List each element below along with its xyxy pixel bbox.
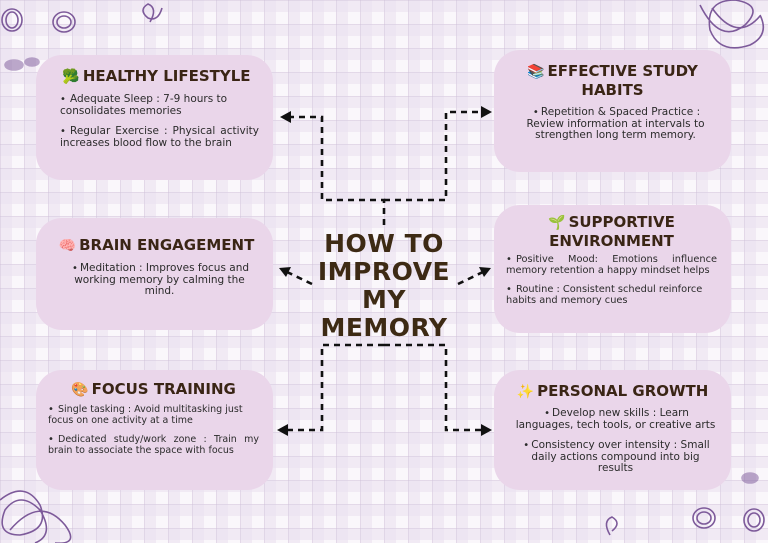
card-effective-study-habits: 📚EFFECTIVE STUDY HABITS •Repetition & Sp… <box>494 50 731 172</box>
sparkles-icon: ✨ <box>516 384 535 400</box>
card-list: •Repetition & Spaced Practice : Review i… <box>510 106 715 142</box>
card-list: •Adequate Sleep : 7-9 hours to consolida… <box>54 93 259 149</box>
list-item-text: Meditation : Improves focus and working … <box>74 262 250 297</box>
card-supportive-environment: 🌱SUPPORTIVE ENVIRONMENT •Positive Mood: … <box>494 205 731 333</box>
list-item: •Adequate Sleep : 7-9 hours to consolida… <box>60 93 228 117</box>
card-title-text: BRAIN ENGAGEMENT <box>79 236 255 254</box>
main-title: HOW TO IMPROVE MY MEMORY <box>300 230 468 342</box>
card-title: 📚EFFECTIVE STUDY HABITS <box>510 62 715 99</box>
card-title-text: HEALTHY LIFESTYLE <box>82 67 251 85</box>
title-line: MEMORY <box>320 313 448 342</box>
card-brain-engagement: 🧠BRAIN ENGAGEMENT •Meditation : Improves… <box>36 218 273 330</box>
card-list: •Single tasking : Avoid multitasking jus… <box>48 404 259 456</box>
list-item-text: Positive Mood: Emotions influence memory… <box>506 254 717 276</box>
card-title: ✨PERSONAL GROWTH <box>508 382 717 401</box>
card-healthy-lifestyle: 🥦HEALTHY LIFESTYLE •Adequate Sleep : 7-9… <box>36 55 273 180</box>
title-line: IMPROVE <box>317 257 451 286</box>
list-item: •Consistency over intensity : Small dail… <box>523 439 710 474</box>
list-item-text: Consistency over intensity : Small daily… <box>531 439 710 474</box>
card-title: 🎨FOCUS TRAINING <box>48 380 259 399</box>
books-icon: 📚 <box>527 64 545 80</box>
title-line: MY <box>362 285 406 314</box>
card-list: •Positive Mood: Emotions influence memor… <box>506 254 717 306</box>
card-focus-training: 🎨FOCUS TRAINING •Single tasking : Avoid … <box>36 370 273 490</box>
brain-icon: 🧠 <box>58 238 77 254</box>
seedling-icon: 🌱 <box>548 215 566 231</box>
list-item-text: Repetition & Spaced Practice : Review in… <box>526 106 705 141</box>
list-item-text: Regular Exercise : Physical activity inc… <box>60 125 259 149</box>
card-personal-growth: ✨PERSONAL GROWTH •Develop new skills : L… <box>494 370 731 490</box>
card-title-text: PERSONAL GROWTH <box>537 382 709 400</box>
list-item: •Dedicated study/work zone : Train my br… <box>48 434 259 456</box>
card-list: •Develop new skills : Learn languages, t… <box>508 407 717 475</box>
list-item: •Regular Exercise : Physical activity in… <box>60 125 259 149</box>
list-item-text: Single tasking : Avoid multitasking just… <box>48 404 243 426</box>
title-line: HOW TO <box>324 229 444 258</box>
list-item-text: Adequate Sleep : 7-9 hours to consolidat… <box>60 93 228 117</box>
list-item: •Repetition & Spaced Practice : Review i… <box>526 106 705 141</box>
palette-icon: 🎨 <box>71 382 89 398</box>
card-title-text: FOCUS TRAINING <box>91 380 236 398</box>
card-title: 🧠BRAIN ENGAGEMENT <box>54 236 259 255</box>
list-item: •Develop new skills : Learn languages, t… <box>515 407 716 431</box>
card-title: 🥦HEALTHY LIFESTYLE <box>54 67 259 86</box>
card-title: 🌱SUPPORTIVE ENVIRONMENT <box>506 213 717 250</box>
list-item-text: Dedicated study/work zone : Train my bra… <box>48 434 259 456</box>
list-item: •Single tasking : Avoid multitasking jus… <box>48 404 243 426</box>
list-item: •Routine : Consistent schedul reinforce … <box>506 284 703 306</box>
card-list: •Meditation : Improves focus and working… <box>54 262 259 298</box>
list-item: •Positive Mood: Emotions influence memor… <box>506 254 717 276</box>
list-item-text: Routine : Consistent schedul reinforce h… <box>506 284 703 306</box>
list-item: •Meditation : Improves focus and working… <box>72 262 250 297</box>
list-item-text: Develop new skills : Learn languages, te… <box>515 407 716 431</box>
card-title-text: EFFECTIVE STUDY HABITS <box>547 62 698 99</box>
broccoli-icon: 🥦 <box>62 69 80 85</box>
card-title-text: SUPPORTIVE ENVIRONMENT <box>549 213 675 250</box>
